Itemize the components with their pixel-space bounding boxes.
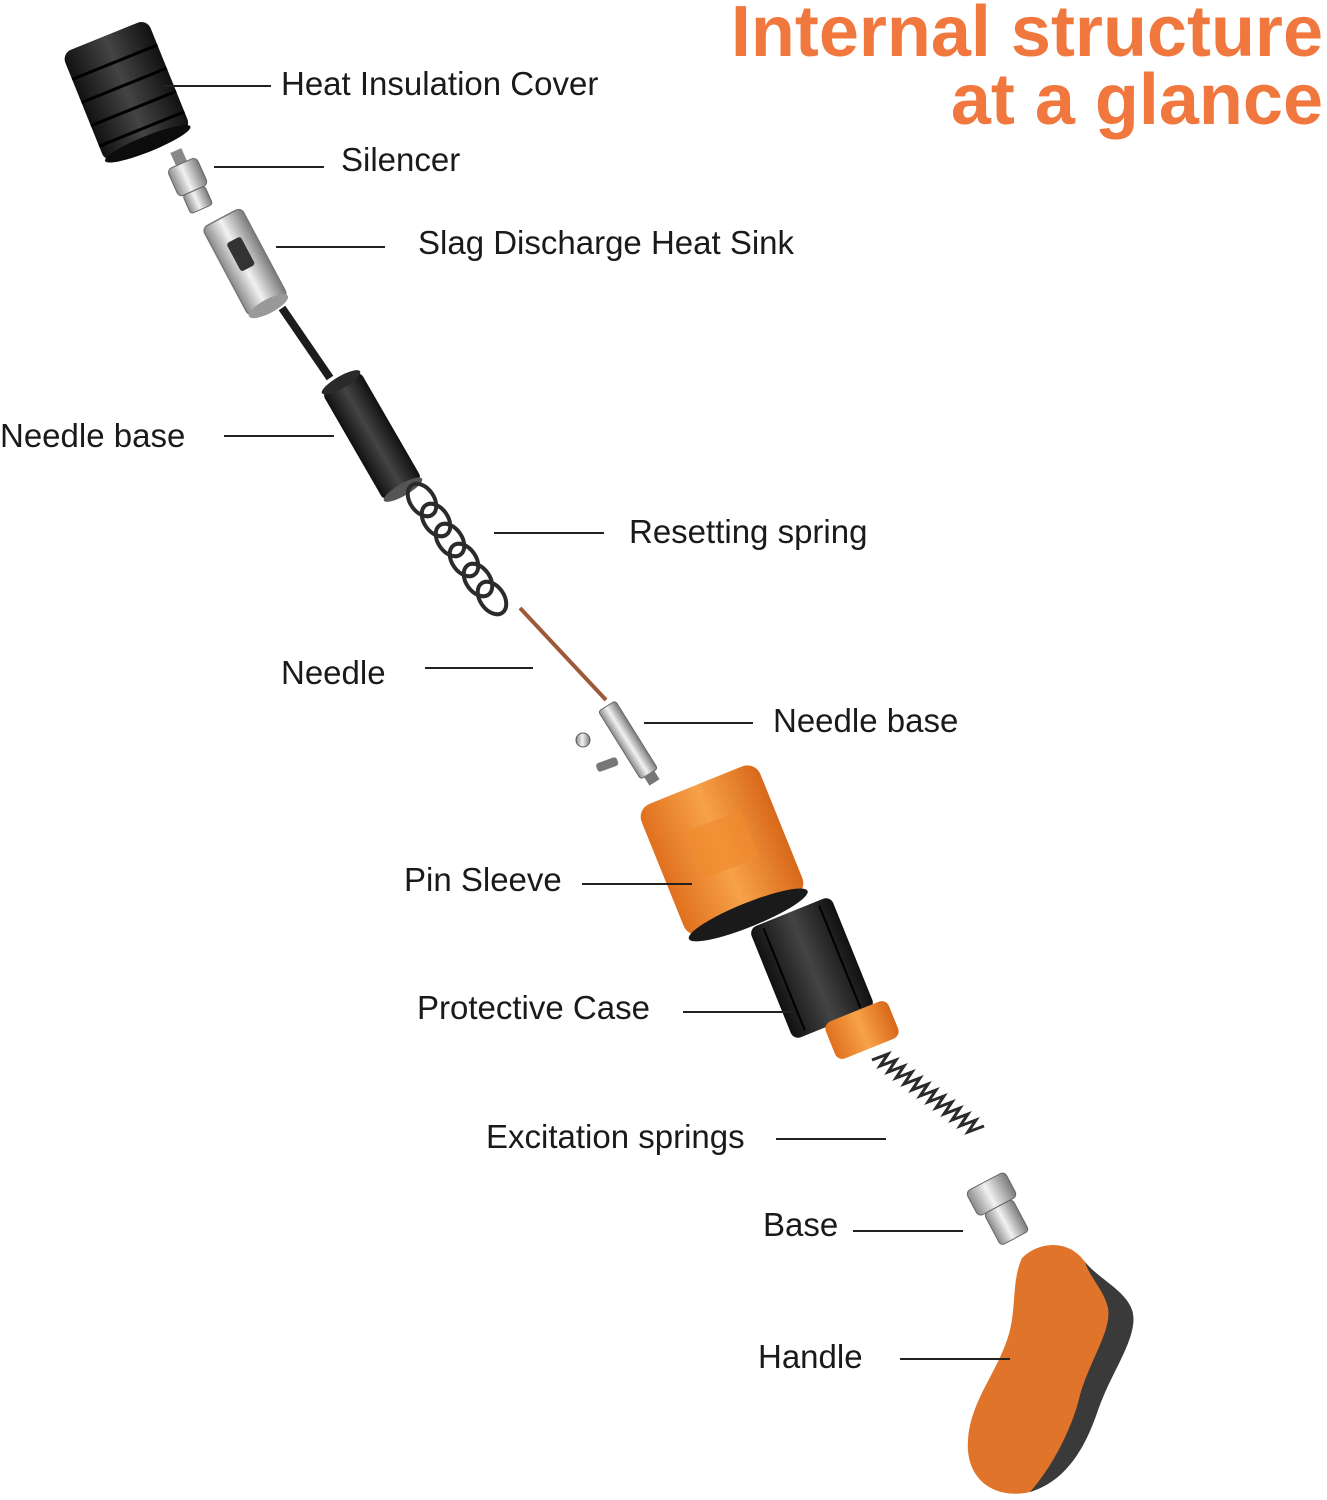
label-pin-sleeve: Pin Sleeve xyxy=(404,862,562,898)
leader-silencer xyxy=(214,166,324,168)
excitation-springs-part xyxy=(872,1054,984,1132)
label-heat-insulation-cover: Heat Insulation Cover xyxy=(281,66,598,102)
needle-base-lower-part xyxy=(598,701,663,788)
label-slag-discharge-heat-sink: Slag Discharge Heat Sink xyxy=(418,225,794,261)
base-part xyxy=(966,1171,1035,1248)
heat-insulation-cover-part xyxy=(62,19,194,168)
handle-part xyxy=(968,1245,1134,1494)
resetting-spring-part xyxy=(402,478,512,619)
leader-pin-sleeve xyxy=(582,883,692,885)
leader-heat-insulation-cover xyxy=(163,85,271,87)
leader-resetting-spring xyxy=(494,532,604,534)
leader-excitation-springs xyxy=(776,1138,886,1140)
small-screw-parts xyxy=(576,733,619,772)
label-excitation-springs: Excitation springs xyxy=(486,1119,745,1155)
label-needle-base-lower: Needle base xyxy=(773,703,958,739)
label-handle: Handle xyxy=(758,1339,863,1375)
label-protective-case: Protective Case xyxy=(417,990,650,1026)
leader-needle-base-lower xyxy=(644,722,753,724)
leader-needle-base-upper xyxy=(224,435,334,437)
connecting-rod xyxy=(282,308,330,378)
leader-base xyxy=(853,1230,963,1232)
label-needle: Needle xyxy=(281,655,386,691)
leader-slag-discharge-heat-sink xyxy=(276,246,385,248)
leader-handle xyxy=(900,1358,1010,1360)
needle-part xyxy=(520,608,606,700)
leader-needle xyxy=(425,667,533,669)
slag-discharge-heat-sink-part xyxy=(202,208,291,323)
leader-protective-case xyxy=(683,1011,793,1013)
label-silencer: Silencer xyxy=(341,142,460,178)
label-resetting-spring: Resetting spring xyxy=(629,514,867,550)
label-needle-base-upper: Needle base xyxy=(0,418,185,454)
silencer-part xyxy=(161,144,216,215)
label-base: Base xyxy=(763,1207,838,1243)
